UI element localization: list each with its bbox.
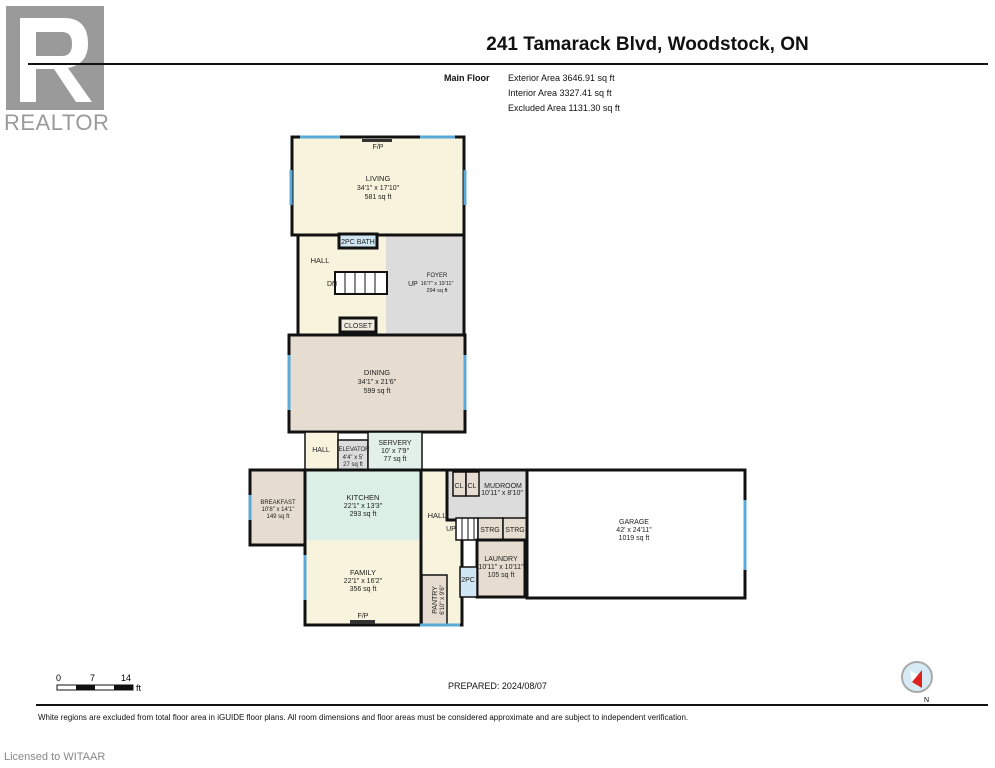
scale-unit: ft	[136, 683, 142, 693]
scale-tick: 7	[90, 673, 95, 683]
room-name: ELEVATOR	[338, 447, 370, 453]
room-dim: 10'8" x 14'1"	[262, 507, 295, 513]
room-area: 27 sq ft	[343, 462, 363, 468]
prepared-date: PREPARED: 2024/08/07	[448, 681, 547, 691]
stairs-up-label: UP	[408, 281, 418, 288]
room-area: 149 sq ft	[266, 514, 289, 520]
room-family	[305, 540, 421, 625]
exterior-area: Exterior Area 3646.91 sq ft	[508, 73, 615, 83]
windows	[248, 135, 747, 627]
scale-tick: 14	[121, 673, 131, 683]
fireplace-label: F/P	[373, 144, 384, 151]
room-name: CL	[455, 483, 464, 490]
page-title: 241 Tamarack Blvd, Woodstock, ON	[486, 34, 809, 55]
room-2pc-bath	[337, 232, 379, 250]
room-garage	[525, 468, 747, 600]
room-name: 2PC BATH	[341, 239, 375, 246]
excluded-area: Excluded Area 1131.30 sq ft	[508, 103, 620, 113]
room-name: CL	[468, 483, 477, 490]
room-dim: 16'7" x 19'11"	[421, 281, 454, 287]
room-name: BREAKFAST	[260, 500, 296, 506]
stairs	[334, 271, 388, 295]
room-area: 356 sq ft	[350, 586, 377, 593]
room-area: 77 sq ft	[384, 456, 407, 463]
divider	[36, 704, 988, 706]
room-name: CLOSET	[344, 323, 373, 330]
room-area: 1019 sq ft	[619, 535, 650, 542]
fireplace-label: F/P	[358, 613, 369, 620]
room-area: 581 sq ft	[365, 194, 392, 201]
room-dim: 10' x 7'9"	[381, 448, 410, 455]
room-name: FAMILY	[350, 568, 376, 577]
stairs-up-label: UP	[446, 526, 456, 533]
room-dim: 6'10" x 9'6"	[440, 585, 446, 615]
room-name: LAUNDRY	[484, 556, 518, 563]
divider	[28, 63, 988, 65]
license-text: Licensed to WITAAR	[4, 751, 106, 763]
room-name: HALL	[312, 447, 330, 454]
room-dim: 22'1" x 16'2"	[344, 578, 383, 585]
stairs-up	[455, 517, 479, 541]
room-area: 105 sq ft	[488, 572, 515, 579]
room-dining	[287, 333, 467, 434]
room-dim: 10'11" x 8'10"	[481, 490, 523, 497]
disclaimer: White regions are excluded from total fl…	[38, 713, 689, 722]
room-name: SERVERY	[378, 440, 412, 447]
room-name: HALL	[428, 511, 447, 520]
room-name: GARAGE	[619, 519, 649, 526]
room-name: PANTRY	[432, 586, 439, 614]
room-area: 294 sq ft	[426, 288, 448, 294]
stair-treads	[344, 272, 475, 540]
room-name: 2PC	[461, 577, 475, 584]
realtor-wordmark: REALTOR	[4, 110, 110, 135]
scale-tick: 0	[56, 673, 61, 683]
stairs-down-label: DN	[327, 281, 337, 288]
room-name: STRG	[480, 527, 499, 534]
interior-area: Interior Area 3327.41 sq ft	[508, 88, 612, 98]
scale-bar: 0 7 14 ft	[56, 673, 142, 693]
room-dim: 42' x 24'11"	[616, 527, 652, 534]
room-name: KITCHEN	[347, 493, 380, 502]
room-dim: 34'1" x 17'10"	[357, 185, 400, 192]
room-area: 293 sq ft	[350, 511, 377, 518]
room-name: DINING	[364, 368, 390, 377]
room-dim: 22'1" x 13'3"	[344, 503, 383, 510]
room-dim: 34'1" x 21'6"	[358, 379, 397, 386]
room-dim: 10'11" x 10'11"	[478, 564, 524, 571]
room-dim: 4'4" x 5'	[343, 455, 364, 461]
compass-north-label: N	[924, 697, 929, 704]
room-cl-2	[465, 471, 480, 497]
room-name: MUDROOM	[484, 483, 522, 490]
room-name: LIVING	[366, 174, 391, 183]
floor-label: Main Floor	[444, 73, 490, 83]
room-name: FOYER	[427, 273, 448, 279]
room-breakfast	[248, 468, 307, 547]
room-foyer	[386, 235, 464, 335]
room-area: 599 sq ft	[364, 388, 391, 395]
room-name: STRG	[505, 527, 524, 534]
realtor-logo	[6, 6, 104, 110]
room-name: HALL	[311, 256, 330, 265]
room-2pc	[459, 566, 478, 598]
room-closet	[338, 316, 378, 334]
compass-icon: N	[901, 661, 933, 704]
room-laundry	[475, 538, 527, 599]
room-kitchen	[305, 470, 421, 540]
